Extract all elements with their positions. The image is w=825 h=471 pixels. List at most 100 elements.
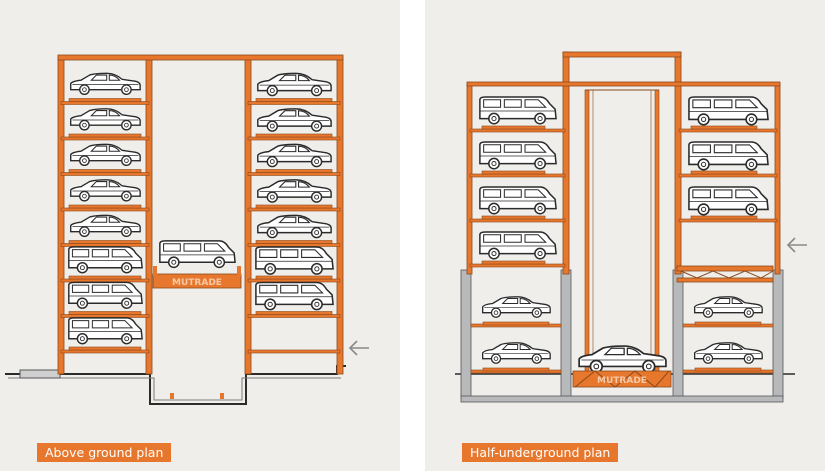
parking-pallet xyxy=(690,170,758,175)
van-car xyxy=(479,96,557,125)
van-car xyxy=(688,96,769,126)
sedan-car xyxy=(257,179,332,203)
sedan-car xyxy=(694,296,763,318)
pit-floor xyxy=(460,395,784,403)
van-car xyxy=(479,231,557,260)
pit-marker xyxy=(170,393,174,399)
level-beam xyxy=(678,128,778,133)
van-car xyxy=(688,186,769,216)
level-beam xyxy=(60,172,150,176)
parking-pallet xyxy=(255,204,333,209)
parking-pallet xyxy=(482,321,550,326)
parking-pallet xyxy=(690,125,758,130)
pit-marker xyxy=(220,393,224,399)
sedan-car xyxy=(257,72,332,97)
sedan-car xyxy=(694,342,763,364)
sedan-car xyxy=(70,143,141,167)
van-car xyxy=(68,317,143,345)
parking-pallet xyxy=(694,321,762,326)
sedan-car xyxy=(257,143,332,168)
concrete-wall xyxy=(672,269,684,399)
parking-pallet xyxy=(68,275,142,280)
van-car xyxy=(159,240,236,269)
parking-pallet xyxy=(68,133,142,138)
level-beam xyxy=(678,173,778,178)
van-car xyxy=(688,141,769,171)
level-beam xyxy=(469,173,566,178)
parking-pallet xyxy=(255,133,333,138)
sedan-car xyxy=(482,342,551,364)
lift-guide xyxy=(153,266,157,276)
watermark-text: MUTRADE xyxy=(597,376,647,386)
level-beam xyxy=(247,243,341,247)
level-beam xyxy=(247,136,341,141)
sedan-car xyxy=(70,108,141,131)
parking-pallet xyxy=(481,125,546,130)
tower-top-beam xyxy=(562,51,682,58)
level-beam xyxy=(247,101,341,105)
parking-pallet xyxy=(255,240,333,244)
guide-rail xyxy=(584,89,590,373)
left-arrow-icon xyxy=(786,237,807,253)
parking-pallet xyxy=(482,367,550,372)
parking-pallet xyxy=(68,169,142,173)
level-beam xyxy=(678,218,778,223)
parking-pallet xyxy=(690,215,758,220)
frame-top-beam xyxy=(466,81,781,87)
above-ground-panel: MUTRADE Above ground plan xyxy=(0,0,400,471)
sedan-car xyxy=(70,179,141,202)
frame-column xyxy=(774,83,781,275)
lift-truss xyxy=(574,370,670,388)
level-beam xyxy=(247,207,341,212)
parking-pallet xyxy=(68,98,142,102)
parking-pallet xyxy=(255,98,333,102)
concrete-wall xyxy=(460,269,472,399)
level-beam xyxy=(469,128,566,133)
watermark-text: MUTRADE xyxy=(172,278,222,288)
parking-pallet xyxy=(481,170,546,175)
concrete-wall xyxy=(772,269,784,399)
level-beam xyxy=(247,278,341,283)
above-ground-diagram: MUTRADE xyxy=(5,54,369,405)
van-car xyxy=(479,186,557,215)
half-underground-panel: MUTRADE Half-underground plan xyxy=(425,0,825,471)
parking-pallet xyxy=(68,204,142,209)
level-beam xyxy=(60,278,150,283)
level-beam xyxy=(60,349,150,354)
left-arrow-icon xyxy=(348,340,369,356)
van-car xyxy=(68,246,143,274)
guide-rail xyxy=(654,89,660,373)
above-ground-caption: Above ground plan xyxy=(37,443,172,462)
level-beam xyxy=(60,207,150,212)
parking-pallet xyxy=(255,275,333,280)
level-beam xyxy=(60,243,150,247)
parking-pallet xyxy=(255,311,333,315)
parking-pallet xyxy=(255,169,333,173)
lift-guide xyxy=(237,266,241,276)
sedan-car xyxy=(70,214,141,238)
parking-pallet xyxy=(68,240,142,244)
level-beam xyxy=(247,349,341,354)
sedan-car xyxy=(257,214,332,239)
parking-pallet xyxy=(481,215,546,220)
parking-pallet xyxy=(68,311,142,315)
van-car xyxy=(255,281,334,311)
sedan-car xyxy=(578,345,667,374)
level-beam xyxy=(469,263,566,268)
parking-pallet xyxy=(481,260,546,265)
ground-ramp-left xyxy=(19,369,61,379)
level-beam xyxy=(247,172,341,176)
van-car xyxy=(479,141,557,170)
ground-pit-inner xyxy=(8,377,341,401)
lift-platform xyxy=(572,370,672,388)
entry-transfer-platform xyxy=(676,265,774,283)
sedan-car xyxy=(482,296,551,318)
level-beam xyxy=(60,136,150,141)
level-beam xyxy=(469,218,566,223)
level-beam xyxy=(60,101,150,105)
level-beam xyxy=(247,314,341,318)
level-beam xyxy=(60,314,150,318)
parking-pallet xyxy=(694,367,762,372)
van-car xyxy=(68,281,143,309)
parking-pallet xyxy=(68,346,142,351)
